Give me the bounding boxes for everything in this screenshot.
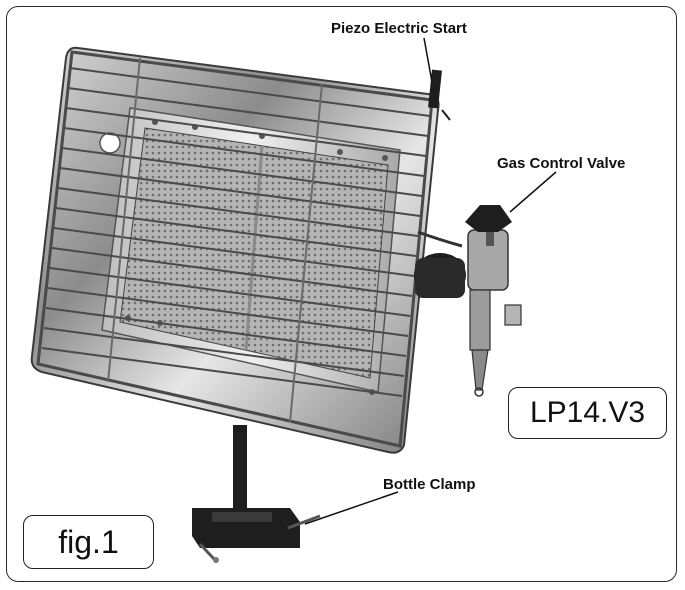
stand-and-clamp	[192, 425, 321, 563]
reflector-panel	[30, 46, 440, 454]
model-code-badge: LP14.V3	[508, 387, 667, 439]
diagram-frame	[6, 6, 677, 582]
piezo-electric-start-label: Piezo Electric Start	[331, 20, 467, 37]
gas-control-valve-label: Gas Control Valve	[497, 155, 626, 172]
figure-label-badge: fig.1	[23, 515, 154, 569]
wire-guard	[36, 50, 434, 448]
gas-control-valve	[414, 205, 522, 397]
leader-lines	[304, 37, 557, 525]
ignition-viewing-hole	[99, 132, 121, 154]
bottle-clamp-label: Bottle Clamp	[383, 476, 476, 493]
piezo-leader	[423, 37, 433, 83]
clamp-leader	[304, 491, 399, 525]
valve-leader	[509, 171, 557, 213]
